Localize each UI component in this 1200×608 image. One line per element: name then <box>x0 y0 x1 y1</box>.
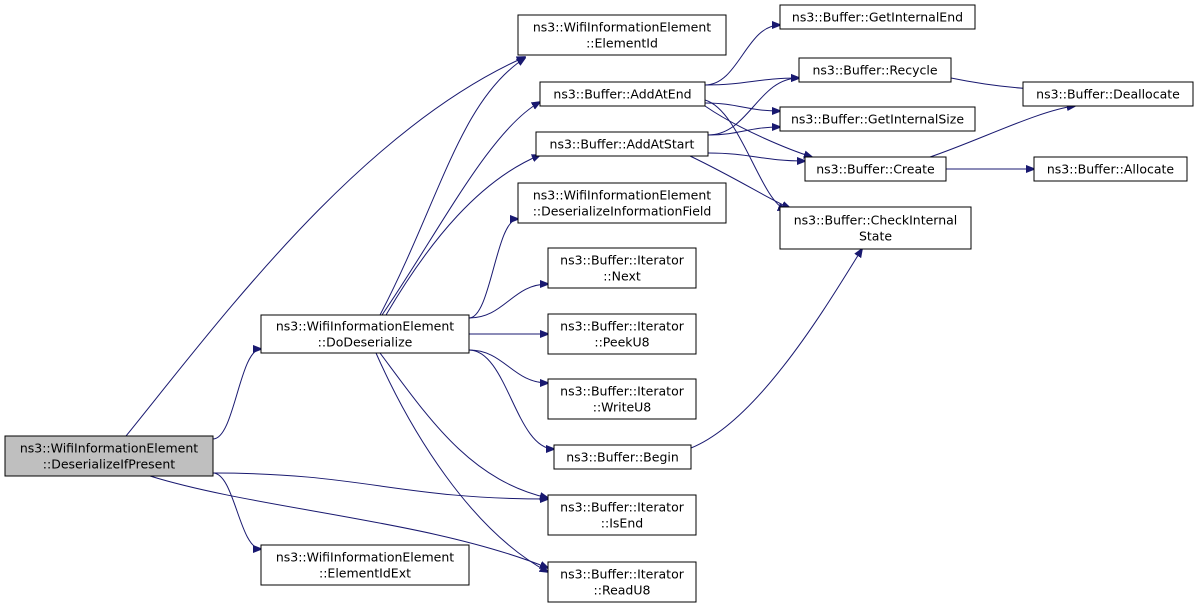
node-label-line: ns3::WifiInformationElement <box>276 319 454 334</box>
edge-do-deserialize-to-deserialize-information-field <box>468 219 518 319</box>
node-label-line: ::DeserializeIfPresent <box>43 457 175 472</box>
node-iterator-is-end[interactable]: ns3::Buffer::Iterator::IsEnd <box>547 494 697 536</box>
edge-add-at-start-to-recycle <box>707 78 799 136</box>
node-label-line: ::IsEnd <box>601 516 643 531</box>
node-label-line: ns3::WifiInformationElement <box>276 550 454 565</box>
edge-deserialize-if-present-to-do-deserialize <box>212 349 261 440</box>
node-layer: ns3::WifiInformationElement::Deserialize… <box>4 4 1194 603</box>
edge-do-deserialize-to-iterator-write-u8 <box>468 349 548 383</box>
edge-deserialize-if-present-to-element-id <box>125 57 525 437</box>
edge-deserialize-if-present-to-element-id-ext <box>212 472 261 549</box>
node-label-line: ns3::WifiInformationElement <box>20 441 198 456</box>
node-box[interactable] <box>4 435 214 477</box>
node-box[interactable] <box>535 131 709 157</box>
node-box[interactable] <box>779 206 972 250</box>
node-label-line: ns3::WifiInformationElement <box>533 188 711 203</box>
node-label-line: ns3::Buffer::Recycle <box>812 63 937 78</box>
node-get-internal-size[interactable]: ns3::Buffer::GetInternalSize <box>779 106 976 132</box>
node-box[interactable] <box>798 57 952 83</box>
edge-deserialize-if-present-to-iterator-is-end <box>212 472 548 499</box>
node-label-line: ns3::Buffer::GetInternalSize <box>791 112 964 127</box>
node-label-line: ns3::Buffer::AddAtStart <box>550 137 695 152</box>
edge-do-deserialize-to-element-id <box>379 58 525 316</box>
node-label-line: ns3::Buffer::Iterator <box>560 319 685 334</box>
edge-deserialize-if-present-to-iterator-read-u8 <box>149 475 548 568</box>
node-label-line: ns3::Buffer::Iterator <box>560 500 685 515</box>
node-label-line: ::Next <box>603 269 641 284</box>
node-label-line: ns3::Buffer::Deallocate <box>1036 87 1180 102</box>
node-label-line: ns3::Buffer::Iterator <box>560 253 685 268</box>
node-iterator-peek-u8[interactable]: ns3::Buffer::Iterator::PeekU8 <box>547 313 697 355</box>
node-box[interactable] <box>517 182 727 224</box>
edge-do-deserialize-to-iterator-is-end <box>379 352 548 498</box>
edge-do-deserialize-to-iterator-read-u8 <box>375 352 548 572</box>
edge-do-deserialize-to-buffer-begin <box>468 349 554 449</box>
edge-add-at-end-to-check-internal-state <box>704 99 786 210</box>
edge-add-at-start-to-create <box>707 152 805 161</box>
node-label-line: ns3::Buffer::AddAtEnd <box>553 87 691 102</box>
edge-do-deserialize-to-add-at-end <box>381 102 540 316</box>
node-box[interactable] <box>1022 81 1194 107</box>
node-box[interactable] <box>547 313 697 355</box>
node-get-internal-end[interactable]: ns3::Buffer::GetInternalEnd <box>779 4 976 30</box>
node-iterator-read-u8[interactable]: ns3::Buffer::Iterator::ReadU8 <box>547 561 697 603</box>
node-box[interactable] <box>260 314 470 354</box>
node-label-line: ns3::Buffer::Create <box>816 162 935 177</box>
node-deserialize-if-present[interactable]: ns3::WifiInformationElement::Deserialize… <box>4 435 214 477</box>
edge-add-at-end-to-get-internal-size <box>704 102 780 111</box>
node-box[interactable] <box>517 14 727 56</box>
edge-buffer-begin-to-check-internal-state <box>690 249 862 449</box>
node-label-line: ns3::Buffer::Iterator <box>560 567 685 582</box>
edge-do-deserialize-to-iterator-next <box>468 284 548 319</box>
node-box[interactable] <box>553 444 692 470</box>
node-label-line: ns3::WifiInformationElement <box>533 20 711 35</box>
node-label-line: State <box>859 229 892 244</box>
node-box[interactable] <box>779 4 976 30</box>
node-buffer-begin[interactable]: ns3::Buffer::Begin <box>553 444 692 470</box>
node-box[interactable] <box>260 544 470 586</box>
node-iterator-write-u8[interactable]: ns3::Buffer::Iterator::WriteU8 <box>547 378 697 420</box>
node-do-deserialize[interactable]: ns3::WifiInformationElement::DoDeseriali… <box>260 314 470 354</box>
edge-add-at-end-to-recycle <box>704 78 799 86</box>
node-label-line: ns3::Buffer::CheckInternal <box>794 213 958 228</box>
edge-add-at-start-to-check-internal-state <box>689 155 790 208</box>
node-box[interactable] <box>779 106 976 132</box>
node-deallocate[interactable]: ns3::Buffer::Deallocate <box>1022 81 1194 107</box>
edge-do-deserialize-to-add-at-start <box>385 155 540 316</box>
node-allocate[interactable]: ns3::Buffer::Allocate <box>1033 156 1188 182</box>
node-label-line: ns3::Buffer::GetInternalEnd <box>792 10 963 25</box>
node-create[interactable]: ns3::Buffer::Create <box>804 156 947 182</box>
node-deserialize-information-field[interactable]: ns3::WifiInformationElement::Deserialize… <box>517 182 727 224</box>
node-label-line: ns3::Buffer::Iterator <box>560 384 685 399</box>
node-box[interactable] <box>547 378 697 420</box>
node-label-line: ::PeekU8 <box>594 335 649 350</box>
edge-add-at-end-to-create <box>704 105 812 157</box>
node-element-id[interactable]: ns3::WifiInformationElement::ElementId <box>517 14 727 56</box>
node-label-line: ::DoDeserialize <box>318 335 413 350</box>
node-label-line: ns3::Buffer::Allocate <box>1047 162 1175 177</box>
node-element-id-ext[interactable]: ns3::WifiInformationElement::ElementIdEx… <box>260 544 470 586</box>
edge-create-to-deallocate <box>929 106 1075 158</box>
node-box[interactable] <box>539 81 706 107</box>
node-box[interactable] <box>547 494 697 536</box>
edge-add-at-start-to-get-internal-size <box>707 127 780 136</box>
node-label-line: ::ReadU8 <box>594 583 651 598</box>
node-box[interactable] <box>1033 156 1188 182</box>
node-box[interactable] <box>804 156 947 182</box>
node-label-line: ::ElementIdExt <box>319 566 411 581</box>
node-iterator-next[interactable]: ns3::Buffer::Iterator::Next <box>547 247 697 289</box>
node-recycle[interactable]: ns3::Buffer::Recycle <box>798 57 952 83</box>
node-box[interactable] <box>547 247 697 289</box>
node-box[interactable] <box>547 561 697 603</box>
edge-add-at-end-to-get-internal-end <box>704 25 780 86</box>
node-add-at-start[interactable]: ns3::Buffer::AddAtStart <box>535 131 709 157</box>
edge-layer <box>125 25 1075 572</box>
node-label-line: ns3::Buffer::Begin <box>566 450 679 465</box>
node-add-at-end[interactable]: ns3::Buffer::AddAtEnd <box>539 81 706 107</box>
node-label-line: ::DeserializeInformationField <box>533 204 712 219</box>
node-label-line: ::ElementId <box>586 36 658 51</box>
node-label-line: ::WriteU8 <box>593 400 652 415</box>
